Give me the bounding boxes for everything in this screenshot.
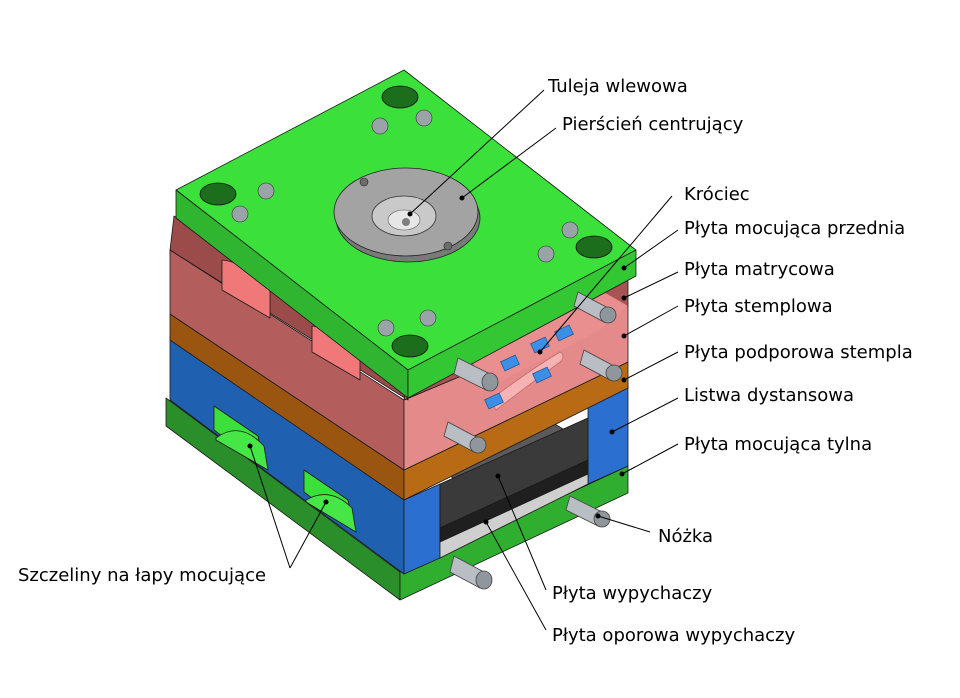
leader-dots bbox=[247, 195, 627, 525]
label-leg: Nóżka bbox=[658, 526, 713, 547]
ring-screw-1 bbox=[359, 177, 369, 187]
label-ejector-plate: Płyta wypychaczy bbox=[552, 583, 713, 604]
label-cavity-plate: Płyta matrycowa bbox=[684, 259, 835, 280]
nozzles bbox=[484, 324, 574, 410]
runner-channel bbox=[489, 351, 564, 411]
mount-hole-4 bbox=[391, 334, 429, 358]
mount-hole-1 bbox=[381, 85, 419, 109]
label-nozzle: Króciec bbox=[684, 184, 750, 205]
label-core-plate: Płyta stemplowa bbox=[684, 296, 833, 317]
label-clamp-slots: Szczeliny na łapy mocujące bbox=[18, 565, 266, 586]
guide-pins bbox=[443, 291, 623, 590]
mount-hole-2 bbox=[199, 182, 237, 206]
label-support-plate: Płyta podporowa stempla bbox=[684, 342, 913, 363]
label-sprue-bushing: Tuleja wlewowa bbox=[547, 76, 688, 97]
clamp-slot-2-face bbox=[305, 494, 357, 533]
screw-heads bbox=[231, 109, 579, 337]
label-front-clamp-plate: Płyta mocująca przednia bbox=[684, 218, 905, 239]
sprue-hole bbox=[402, 218, 410, 226]
mount-hole-3 bbox=[575, 235, 613, 259]
ejector-gap bbox=[439, 473, 589, 559]
label-spacer-block: Listwa dystansowa bbox=[684, 385, 854, 406]
label-ejector-retainer-plate: Płyta oporowa wypychaczy bbox=[552, 625, 796, 646]
label-locating-ring: Pierścień centrujący bbox=[562, 114, 744, 135]
ring-screw-2 bbox=[443, 241, 453, 251]
label-rear-clamp-plate: Płyta mocująca tylna bbox=[684, 434, 872, 455]
leader-lines bbox=[249, 89, 679, 631]
front-clamp-plate-right-face bbox=[407, 249, 637, 399]
